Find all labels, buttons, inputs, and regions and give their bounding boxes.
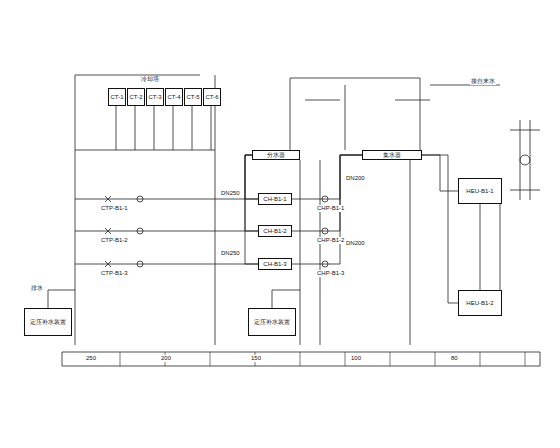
makeup-unit: 定压补水装置 [24, 308, 72, 336]
pipe-connector [245, 155, 258, 231]
note-text: 冷却塔 [140, 76, 160, 83]
node-text: CT-3 [148, 94, 161, 101]
pipe-connector [292, 155, 362, 231]
pump-tag: CHP-B1-3 [316, 270, 345, 277]
node-text: CT-1 [110, 94, 123, 101]
pump-tag: CHP-B1-2 [316, 237, 345, 244]
node-text: 集水器 [383, 152, 401, 159]
table-cell: 200 [160, 355, 172, 362]
cooling-tower: CT-2 [127, 88, 145, 106]
cooling-tower: CT-3 [146, 88, 164, 106]
cooling-tower: CT-6 [203, 88, 221, 106]
chiller-box: CH-B1-2 [258, 225, 292, 237]
header-bar: 集水器 [362, 150, 422, 160]
pump-tag: CTP-B1-2 [100, 237, 129, 244]
note-text: 接自来水 [470, 78, 496, 85]
node-text: CH-B1-1 [263, 196, 286, 203]
table-cell: 80 [450, 355, 459, 362]
chiller-box: CH-B1-1 [258, 193, 292, 205]
table-cell: 250 [85, 355, 97, 362]
cooling-tower: CT-1 [108, 88, 126, 106]
pipe-size: DN250 [220, 190, 241, 197]
node-text: CT-4 [167, 94, 180, 101]
pipe-connector [422, 155, 458, 191]
pipe-connector [292, 155, 362, 264]
heat-exchanger-unit: HEU-B1-2 [458, 290, 502, 316]
note-text: 排水 [30, 285, 44, 292]
pipe-size: DN250 [220, 250, 241, 257]
pipe-connector [422, 155, 458, 303]
node-text: 定压补水装置 [30, 319, 66, 326]
node-text: HEU-B1-2 [466, 300, 493, 307]
node-text: 分水器 [267, 152, 285, 159]
node-text: CT-6 [205, 94, 218, 101]
header-bar: 分水器 [252, 150, 300, 160]
table-cell: 150 [250, 355, 262, 362]
node-text: CH-B1-3 [263, 261, 286, 268]
pipe-connector [245, 155, 258, 199]
node-text: CT-2 [129, 94, 142, 101]
pump-tag: CTP-B1-3 [100, 270, 129, 277]
cooling-tower: CT-4 [165, 88, 183, 106]
makeup-unit: 定压补水装置 [248, 308, 296, 336]
node-text: 定压补水装置 [254, 319, 290, 326]
pipe-connector [245, 155, 258, 264]
heat-exchanger-unit: HEU-B1-1 [458, 178, 502, 204]
node-text: CT-5 [186, 94, 199, 101]
chiller-box: CH-B1-3 [258, 258, 292, 270]
node-text: CH-B1-2 [263, 228, 286, 235]
pipe-size: DN200 [345, 240, 366, 247]
cooling-tower: CT-5 [184, 88, 202, 106]
pump-tag: CTP-B1-1 [100, 205, 129, 212]
node-text: HEU-B1-1 [466, 188, 493, 195]
table-cell: 100 [350, 355, 362, 362]
pipe-size: DN200 [345, 175, 366, 182]
pump-tag: CHP-B1-1 [316, 205, 345, 212]
